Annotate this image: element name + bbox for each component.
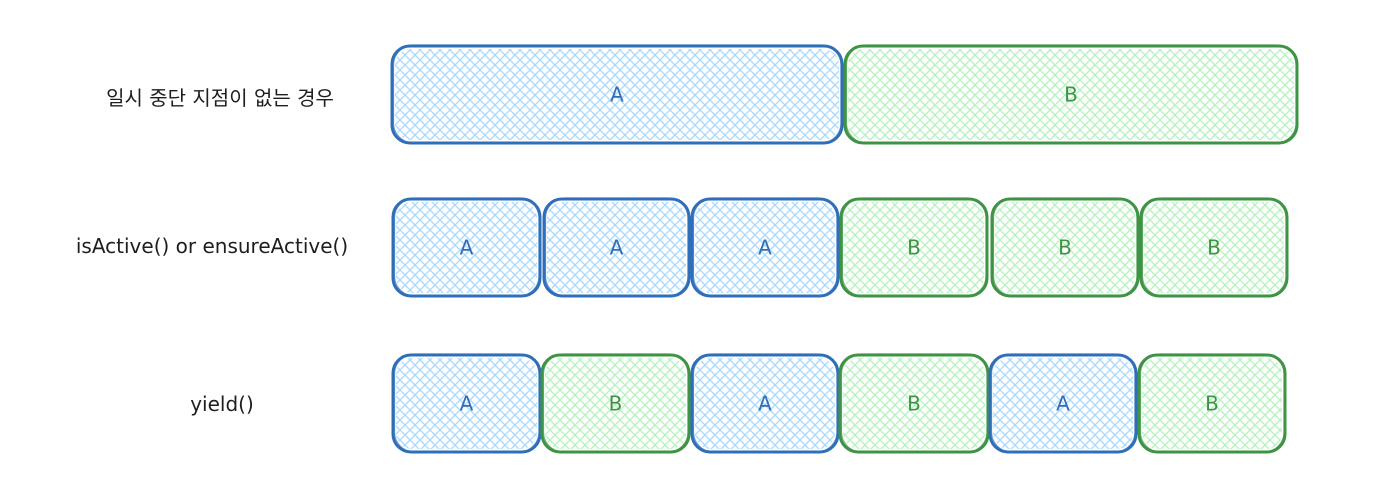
- block-hatch-fill: [396, 202, 537, 293]
- block-hatch-fill: [844, 202, 984, 293]
- block-b-r3-6: B: [1137, 353, 1287, 454]
- block-outline-sketch: [392, 44, 842, 144]
- block-outline-sketch: [393, 353, 540, 453]
- row-label-isactive: isActive() or ensureActive(): [75, 234, 349, 258]
- block-label: B: [907, 236, 921, 260]
- block-outline-sketch: [841, 197, 987, 297]
- block-outline-sketch: [840, 353, 988, 453]
- block-b-r3-4: B: [838, 353, 990, 454]
- block-label: B: [1205, 392, 1219, 416]
- block-label: A: [460, 236, 474, 260]
- block-label: B: [1058, 236, 1072, 260]
- block-outline-sketch: [1141, 197, 1287, 297]
- block-outline-sketch: [990, 353, 1136, 453]
- block-hatch-fill: [843, 358, 985, 449]
- block-outline-sketch: [992, 197, 1138, 297]
- block-b-r1-2: B: [843, 44, 1299, 145]
- block-hatch-fill: [547, 202, 686, 293]
- block-hatch-fill: [848, 49, 1294, 140]
- block-label: A: [1056, 392, 1070, 416]
- block-outline-sketch: [692, 197, 838, 297]
- block-hatch-fill: [993, 358, 1133, 449]
- block-label: A: [758, 236, 772, 260]
- block-a-r2-1: A: [391, 197, 542, 298]
- block-a-r2-2: A: [542, 197, 691, 298]
- block-hatch-fill: [695, 358, 835, 449]
- block-hatch-fill: [396, 358, 537, 449]
- block-outline-sketch: [845, 44, 1297, 144]
- block-hatch-fill: [1142, 358, 1282, 449]
- block-outline-sketch: [544, 197, 689, 297]
- row-label-yield: yield(): [190, 392, 254, 416]
- block-b-r2-5: B: [990, 197, 1140, 298]
- block-label: B: [609, 392, 623, 416]
- block-hatch-fill: [995, 202, 1135, 293]
- block-b-r2-4: B: [839, 197, 989, 298]
- block-label: A: [460, 392, 474, 416]
- block-label: B: [1064, 83, 1078, 107]
- block-outline-sketch: [542, 353, 689, 453]
- row-label-no-suspension: 일시 중단 지점이 없는 경우: [106, 86, 334, 110]
- block-label: A: [610, 83, 624, 107]
- block-outline-sketch: [692, 353, 838, 453]
- block-label: A: [610, 236, 624, 260]
- block-label: A: [758, 392, 772, 416]
- block-hatch-fill: [695, 202, 835, 293]
- block-outline-sketch: [1139, 353, 1285, 453]
- block-hatch-fill: [545, 358, 686, 449]
- block-a-r1-1: A: [390, 44, 844, 145]
- block-a-r3-1: A: [391, 353, 542, 454]
- block-b-r2-6: B: [1139, 197, 1289, 298]
- block-label: B: [907, 392, 921, 416]
- block-hatch-fill: [1144, 202, 1284, 293]
- block-label: B: [1207, 236, 1221, 260]
- block-a-r2-3: A: [690, 197, 840, 298]
- block-b-r3-2: B: [540, 353, 691, 454]
- block-a-r3-5: A: [988, 353, 1138, 454]
- block-a-r3-3: A: [690, 353, 840, 454]
- block-outline-sketch: [393, 197, 540, 297]
- block-hatch-fill: [395, 49, 839, 140]
